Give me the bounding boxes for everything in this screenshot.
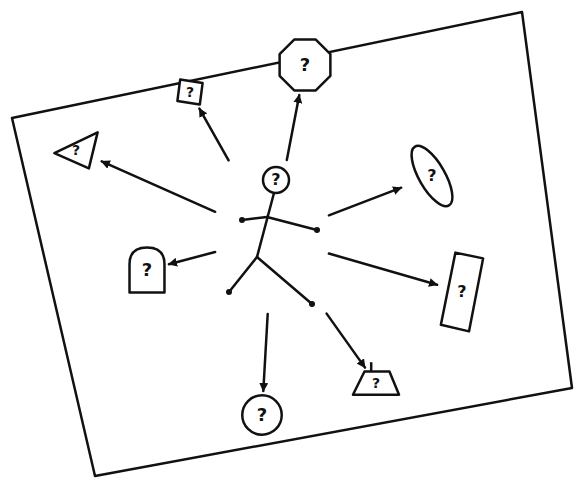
question-mark: ?	[457, 284, 466, 300]
arrow-connector	[169, 252, 215, 264]
question-mark: ?	[257, 406, 267, 424]
arrow-connector	[102, 161, 216, 211]
tombstone-shape: ?	[128, 246, 166, 294]
tilted-bar-shape: ?	[440, 251, 484, 333]
question-mark: ?	[186, 85, 194, 99]
question-mark: ?	[271, 172, 280, 188]
triangle-shape: ?	[53, 130, 99, 170]
question-mark: ?	[142, 261, 152, 279]
arrow-connector	[327, 314, 365, 368]
question-mark: ?	[372, 376, 380, 390]
arrow-connector	[329, 188, 401, 216]
arrow-connector	[287, 95, 300, 160]
circle-shape: ?	[241, 394, 283, 436]
stick-figure: ?	[217, 162, 327, 312]
octagon-shape: ?	[278, 38, 332, 92]
question-mark: ?	[72, 143, 80, 157]
arrow-connector	[329, 254, 437, 285]
arrow-connector	[263, 314, 267, 391]
trapezoid-shape: ?	[352, 370, 400, 396]
arrow-connector	[199, 109, 228, 161]
square-shape: ?	[176, 78, 204, 106]
question-mark: ?	[427, 168, 436, 184]
ellipse-shape: ?	[404, 138, 460, 214]
question-mark: ?	[300, 56, 310, 74]
